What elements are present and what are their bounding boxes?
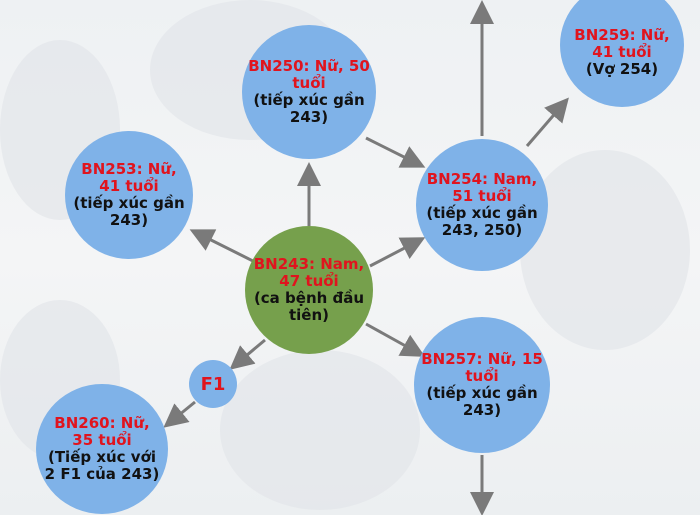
arrow-250-to-254: [365, 136, 426, 168]
node-title: BN250: Nữ, 50 tuổi: [248, 57, 370, 92]
node-note: (tiếp xúc gần 243, 250): [426, 204, 538, 239]
node-note: (tiếp xúc gần 243): [253, 91, 365, 126]
node-title: BN259: Nữ, 41 tuổi: [574, 25, 670, 61]
node-title: F1: [200, 373, 226, 395]
node-bn260: BN260: Nữ, 35 tuổi (Tiếp xúc với 2 F1 củ…: [36, 384, 168, 514]
node-bn257: BN257: Nữ, 15 tuổi (tiếp xúc gần 243): [414, 317, 550, 453]
node-note: (tiếp xúc gần 243): [73, 194, 185, 229]
node-note: (Vợ 254): [585, 59, 659, 78]
node-title: BN257: Nữ, 15 tuổi: [421, 350, 543, 385]
node-note: (tiếp xúc gần 243): [426, 384, 538, 419]
node-note: (Tiếp xúc với 2 F1 của 243): [44, 448, 160, 483]
node-bn250: BN250: Nữ, 50 tuổi (tiếp xúc gần 243): [242, 25, 376, 159]
node-f1: F1: [189, 360, 237, 408]
arrow-243-to-254: [369, 237, 426, 268]
virus-background-shape: [520, 150, 690, 350]
arrow-243-to-f1: [229, 338, 266, 370]
node-title: BN253: Nữ, 41 tuổi: [81, 160, 177, 195]
node-bn253: BN253: Nữ, 41 tuổi (tiếp xúc gần 243): [65, 131, 193, 259]
node-bn243-root: BN243: Nam, 47 tuổi (ca bệnh đầu tiên): [245, 226, 373, 354]
node-title: BN254: Nam, 51 tuổi: [426, 170, 538, 205]
node-title: BN243: Nam, 47 tuổi: [253, 255, 365, 290]
virus-background-shape: [220, 350, 420, 510]
arrow-243-to-257: [365, 322, 426, 357]
arrow-f1-to-260: [163, 400, 196, 428]
node-title: BN260: Nữ, 35 tuổi: [54, 414, 150, 449]
node-bn259: BN259: Nữ, 41 tuổi (Vợ 254): [560, 0, 684, 107]
arrow-254-to-259: [525, 97, 569, 147]
node-note: (ca bệnh đầu tiên): [253, 289, 365, 324]
node-bn254: BN254: Nam, 51 tuổi (tiếp xúc gần 243, 2…: [416, 139, 548, 271]
arrow-243-to-253: [189, 229, 256, 264]
